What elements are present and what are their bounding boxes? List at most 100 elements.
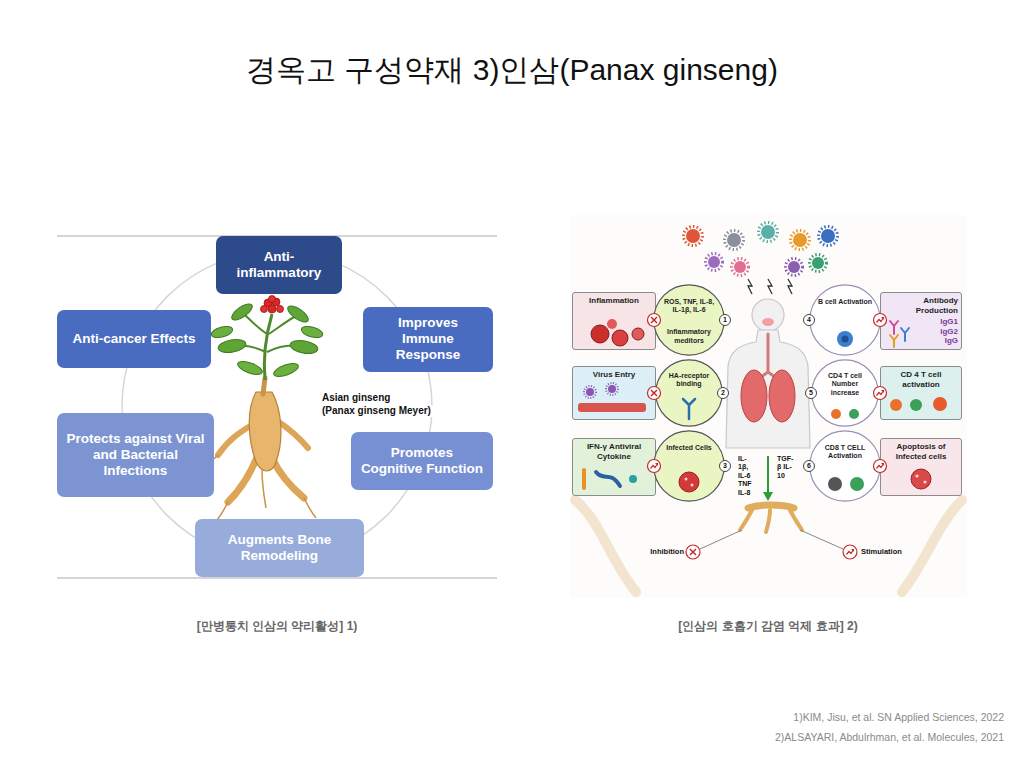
lung-lobe bbox=[741, 370, 767, 422]
circle-shape bbox=[654, 285, 724, 355]
circle-shape bbox=[654, 431, 724, 501]
inhibition-icon bbox=[648, 314, 661, 327]
icon-cross bbox=[651, 390, 657, 396]
inhibition-icon bbox=[686, 545, 700, 559]
circle-outline bbox=[653, 284, 725, 356]
mechanism-circle: CD8 T CELL Activation bbox=[809, 430, 881, 502]
plant-stem bbox=[267, 346, 302, 352]
infected-cell-dot bbox=[691, 484, 694, 487]
inhibition-icon bbox=[648, 387, 661, 400]
human-head bbox=[752, 299, 784, 331]
stimulation-icon bbox=[874, 460, 887, 473]
inflamed-cell bbox=[607, 319, 617, 329]
icon-ring bbox=[648, 387, 661, 400]
ginseng-berry bbox=[277, 306, 284, 313]
apoptotic-cell-dot bbox=[915, 474, 918, 477]
inflamed-cell bbox=[612, 330, 628, 346]
node-text: CD 4 T cell activation bbox=[884, 370, 958, 389]
mechanism-circle: Infected Cells bbox=[653, 430, 725, 502]
icon-ring bbox=[874, 460, 887, 473]
attack-bolt bbox=[768, 279, 772, 294]
effect-leader bbox=[700, 530, 742, 549]
plant-leaf bbox=[289, 339, 319, 356]
plant-leaf bbox=[285, 303, 310, 325]
mechanism-panel: Inflammation bbox=[572, 292, 656, 350]
icon-arrow bbox=[847, 550, 854, 555]
icon-cross bbox=[690, 549, 696, 555]
plant-leaf bbox=[229, 301, 254, 323]
reference-note: 1)KIM, Jisu, et al. SN Applied Sciences,… bbox=[793, 711, 1004, 724]
rule-line bbox=[57, 578, 497, 579]
apoptotic-cell bbox=[911, 469, 931, 489]
effect-box: Anti-cancer Effects bbox=[57, 310, 211, 368]
icon-ring bbox=[686, 545, 700, 559]
effect-label: Stimulation bbox=[861, 547, 902, 556]
circle-shape bbox=[810, 285, 880, 355]
node-text: Promotes Cognitive Function bbox=[359, 445, 485, 477]
node-text: IFN-γ Antiviral Cytokine bbox=[576, 442, 652, 461]
stimulation-icon bbox=[843, 545, 857, 559]
icon-arrow bbox=[877, 391, 884, 396]
node-text: HA-receptor binding bbox=[663, 372, 715, 389]
virus-spikes bbox=[819, 227, 838, 246]
cell-wall bbox=[578, 403, 646, 412]
virus-particle bbox=[793, 233, 807, 247]
callout-number: 6 bbox=[803, 460, 815, 472]
inflamed-cell bbox=[632, 328, 644, 340]
node-text: CD8 T CELL Activation bbox=[818, 444, 873, 461]
node-text: Anti- inflammatory bbox=[224, 249, 334, 281]
circle-outline bbox=[809, 430, 881, 502]
effect-leader bbox=[800, 530, 843, 549]
background-root bbox=[575, 500, 636, 592]
node-text: ROS, TNF, IL-8, IL-1β, IL-6 bbox=[662, 298, 717, 315]
root-hair bbox=[262, 470, 266, 508]
reference-note: 2)ALSAYARI, Abdulrhman, et al. Molecules… bbox=[775, 731, 1004, 744]
virus-particle bbox=[788, 261, 800, 273]
effect-label: Inhibition bbox=[650, 547, 684, 556]
node-text: Infected Cells bbox=[666, 444, 712, 452]
plant-stem bbox=[269, 316, 296, 334]
stimulation-icon bbox=[648, 460, 661, 473]
plant-stem bbox=[264, 314, 272, 380]
virus-particle bbox=[727, 233, 741, 247]
root-neck bbox=[263, 378, 265, 394]
antibody-icon bbox=[901, 328, 909, 341]
plant-stem bbox=[244, 314, 267, 334]
nasal-cavity bbox=[762, 318, 774, 326]
node-text: B cell Activation bbox=[818, 298, 872, 306]
attack-bolt bbox=[788, 279, 792, 294]
attack-bolt bbox=[748, 279, 752, 294]
node-text: Inflammatory meditors bbox=[662, 328, 717, 345]
root-hair bbox=[304, 498, 316, 518]
b-cell-nucleus bbox=[842, 336, 849, 343]
node-text: Anti-cancer Effects bbox=[72, 331, 195, 347]
effect-box: Promotes Cognitive Function bbox=[351, 432, 493, 490]
node-text: CD4 T cell Number increase bbox=[819, 372, 871, 397]
ginseng-berry bbox=[261, 306, 268, 313]
trachea bbox=[757, 334, 779, 380]
circle-outline bbox=[809, 284, 881, 356]
circle-shape bbox=[812, 360, 878, 426]
background-root bbox=[902, 500, 962, 592]
figure-caption: [인삼의 호흡기 감염 억제 효과] 2) bbox=[678, 619, 857, 633]
callout-number: 3 bbox=[719, 460, 731, 472]
virus-particle bbox=[708, 256, 720, 268]
ginseng-root bbox=[748, 505, 794, 508]
virus-spikes bbox=[725, 231, 744, 250]
virus-particle bbox=[821, 229, 835, 243]
callout-number: 5 bbox=[805, 387, 817, 399]
mechanism-panel: IFN-γ Antiviral Cytokine bbox=[572, 438, 656, 496]
ginseng-berry bbox=[268, 305, 276, 313]
species-label: (Panax ginseng Meyer) bbox=[320, 405, 433, 417]
antibody-icon bbox=[890, 321, 898, 334]
ginseng-berry bbox=[272, 298, 280, 306]
stimulation-icon bbox=[874, 387, 887, 400]
ginseng-root bbox=[228, 455, 258, 502]
b-cell bbox=[837, 331, 853, 347]
virus-spikes bbox=[791, 231, 810, 250]
t-cell bbox=[831, 409, 841, 419]
callout-number: 1 bbox=[719, 314, 731, 326]
t-cell bbox=[910, 399, 922, 411]
t-cell bbox=[933, 397, 947, 411]
